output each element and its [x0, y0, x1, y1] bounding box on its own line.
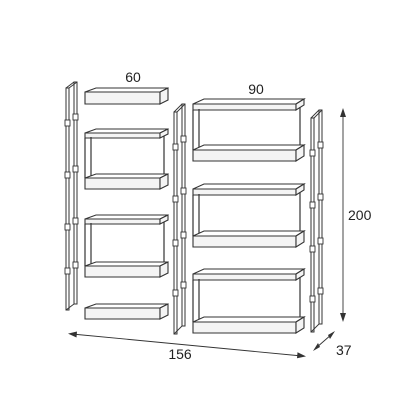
left-post-frame [64, 81, 79, 311]
right-bay-shelves [192, 98, 306, 334]
height-dimension-arrow [340, 108, 346, 322]
shelf [84, 303, 169, 320]
shelf-cube [192, 268, 306, 334]
shelf-cube [192, 98, 306, 162]
depth-dimension-arrow [313, 331, 335, 351]
depth-label: 37 [336, 342, 352, 358]
middle-post-frame [172, 103, 187, 335]
shelf [84, 87, 169, 105]
right-post-frame [309, 109, 324, 333]
left-bay-shelves [84, 87, 169, 320]
shelf-cube [84, 128, 169, 190]
total-width-label: 156 [168, 346, 192, 362]
left-width-label: 60 [125, 69, 141, 85]
right-width-label: 90 [248, 81, 264, 97]
height-label: 200 [348, 207, 372, 223]
shelf-cube [192, 183, 306, 248]
width-dimension-arrow [68, 331, 306, 359]
shelf-cube [84, 214, 169, 278]
